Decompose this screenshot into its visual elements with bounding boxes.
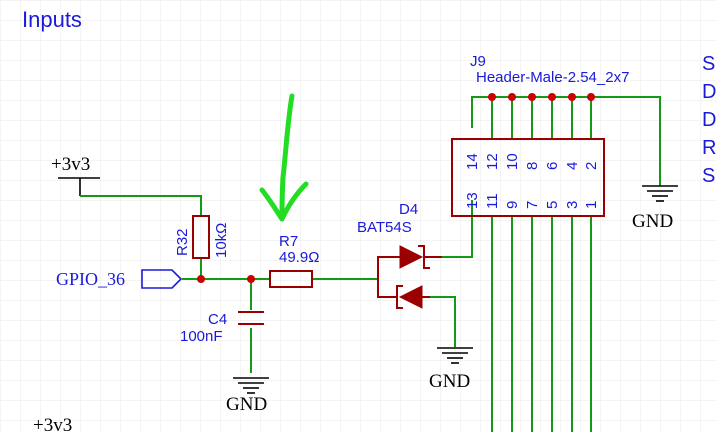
right-edge-letter: R [702,137,716,159]
j9-ref: J9 [470,53,486,70]
ground-symbol-j9[interactable]: GND [632,185,678,232]
diode-bar-lower [396,285,403,309]
capacitor-c4[interactable]: C4 100nF [180,311,264,345]
pin-number-label: 1 [583,201,600,209]
pin-number-label: 9 [504,201,521,209]
junction-dot [508,93,516,101]
diode-triangle-upper [399,245,424,269]
j9-bottom-leads [491,216,592,432]
junctions [197,93,595,283]
junction-dot [548,93,556,101]
ground-symbol-c4[interactable]: GND [226,377,269,415]
pin-number-label: 11 [484,193,501,209]
c4-value: 100nF [180,328,223,345]
junction-dot [528,93,536,101]
power-net-label: +3v3 [33,415,72,432]
ground-label: GND [226,394,267,415]
wire-d4-to-j9[interactable] [442,200,473,258]
wire-d4-to-gnd[interactable] [430,296,456,347]
j9-top-leads [491,97,592,139]
pin-number-label: 6 [544,162,561,170]
d4-ref: D4 [399,201,418,218]
wire-3v3-to-r32[interactable] [80,195,202,216]
resistor-body [192,215,210,259]
right-edge-letter: S [702,165,715,187]
sheet-title: Inputs [22,7,82,32]
right-edge-clipped-text: S D D R S [702,53,716,187]
pin-number-label: 5 [544,201,561,209]
power-symbol-3v3-bottom[interactable]: +3v3 [33,415,72,432]
pin-number-label: 2 [583,162,600,170]
hand-drawn-arrow-icon [259,93,309,222]
junction-dot [488,93,496,101]
pin-number-label: 8 [524,162,541,170]
net-label-gpio36[interactable]: GPIO_36 [56,269,183,289]
ground-label: GND [429,371,470,392]
r7-ref: R7 [279,233,298,250]
j9-value: Header-Male-2.54_2x7 [476,69,629,86]
resistor-r32[interactable]: R32 10kΩ [174,215,230,259]
diode-leads [377,256,400,298]
c4-ref: C4 [208,311,227,328]
pin-number-label: 14 [464,153,481,170]
pin-number-label: 13 [464,192,481,209]
power-net-label: +3v3 [51,154,90,175]
resistor-r7[interactable]: R7 49.9Ω [269,233,319,288]
ground-symbol-d4[interactable]: GND [429,347,473,392]
ground-label: GND [632,211,673,232]
pin-number-label: 3 [564,201,581,209]
wire-j9-to-gnd[interactable] [591,96,661,186]
net-port-icon [141,269,183,289]
pin-number-label: 10 [504,153,521,170]
junction-dot [568,93,576,101]
right-edge-letter: S [702,53,715,75]
resistor-body [269,270,313,288]
r7-value: 49.9Ω [279,249,319,266]
junction-dot [197,275,205,283]
net-label-text: GPIO_36 [56,269,125,289]
d4-value: BAT54S [357,219,412,236]
right-edge-letter: D [702,81,716,103]
junction-dot [587,93,595,101]
junction-dot [247,275,255,283]
pin-number-label: 12 [484,153,501,170]
pin-number-label: 7 [524,201,541,209]
right-edge-letter: D [702,109,716,131]
power-symbol-3v3[interactable]: +3v3 [51,154,100,196]
r32-ref: R32 [174,228,191,256]
diode-d4[interactable]: D4 BAT54S [357,201,442,309]
header-body [451,138,605,217]
pin-number-label: 4 [564,162,581,170]
r32-value: 10kΩ [213,223,230,258]
